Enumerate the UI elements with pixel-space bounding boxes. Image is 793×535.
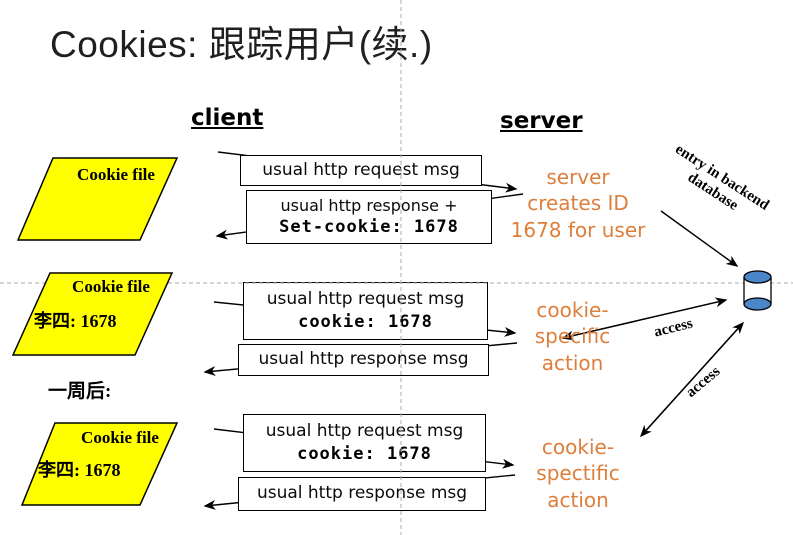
cookie-file-2-label: Cookie file	[72, 277, 150, 296]
message-box-response-2: usual http response msg	[238, 344, 489, 376]
database-bottom	[743, 297, 772, 311]
message-box-request-3: usual http request msg cookie: 1678	[243, 414, 486, 472]
note-cookie-specific-action-1: cookie- specific action	[534, 298, 611, 375]
cookie-file-1-label: Cookie file	[77, 165, 155, 184]
client-header: client	[191, 105, 264, 131]
message-box-request-2: usual http request msg cookie: 1678	[243, 282, 488, 340]
message-text: usual http request msg	[262, 159, 460, 180]
cookie-text: cookie: 1678	[297, 443, 432, 464]
access-label-1: access	[652, 315, 695, 341]
page-title: Cookies: 跟踪用户(续.)	[50, 24, 433, 65]
server-header: server	[500, 108, 583, 134]
cookie-text: cookie: 1678	[298, 311, 433, 332]
set-cookie-text: Set-cookie: 1678	[279, 216, 459, 237]
message-box-request-1: usual http request msg	[240, 155, 482, 186]
message-box-response-1: usual http response + Set-cookie: 1678	[246, 190, 492, 244]
access-label-2: access	[683, 363, 724, 401]
message-text: usual http request msg	[266, 289, 465, 310]
entry-backend-arrow	[660, 210, 739, 267]
database-body	[744, 277, 771, 304]
cookie-file-3-label: Cookie file	[81, 428, 159, 447]
database-top	[743, 270, 772, 284]
message-text: usual http response msg	[256, 483, 468, 504]
message-text: usual http response msg	[258, 349, 469, 370]
message-box-response-3: usual http response msg	[238, 477, 486, 511]
message-text: usual http response +	[280, 195, 458, 215]
cookie-file-2-entry: 李四: 1678	[34, 311, 117, 331]
cookie-file-3-entry: 李四: 1678	[38, 460, 121, 480]
note-server-creates-id: server creates ID 1678 for user	[510, 165, 646, 242]
week-later-label: 一周后:	[48, 381, 112, 402]
database-cylinder-icon	[743, 270, 772, 311]
note-cookie-specific-action-2: cookie- spectific action	[536, 435, 620, 512]
message-text: usual http request msg	[265, 421, 464, 442]
